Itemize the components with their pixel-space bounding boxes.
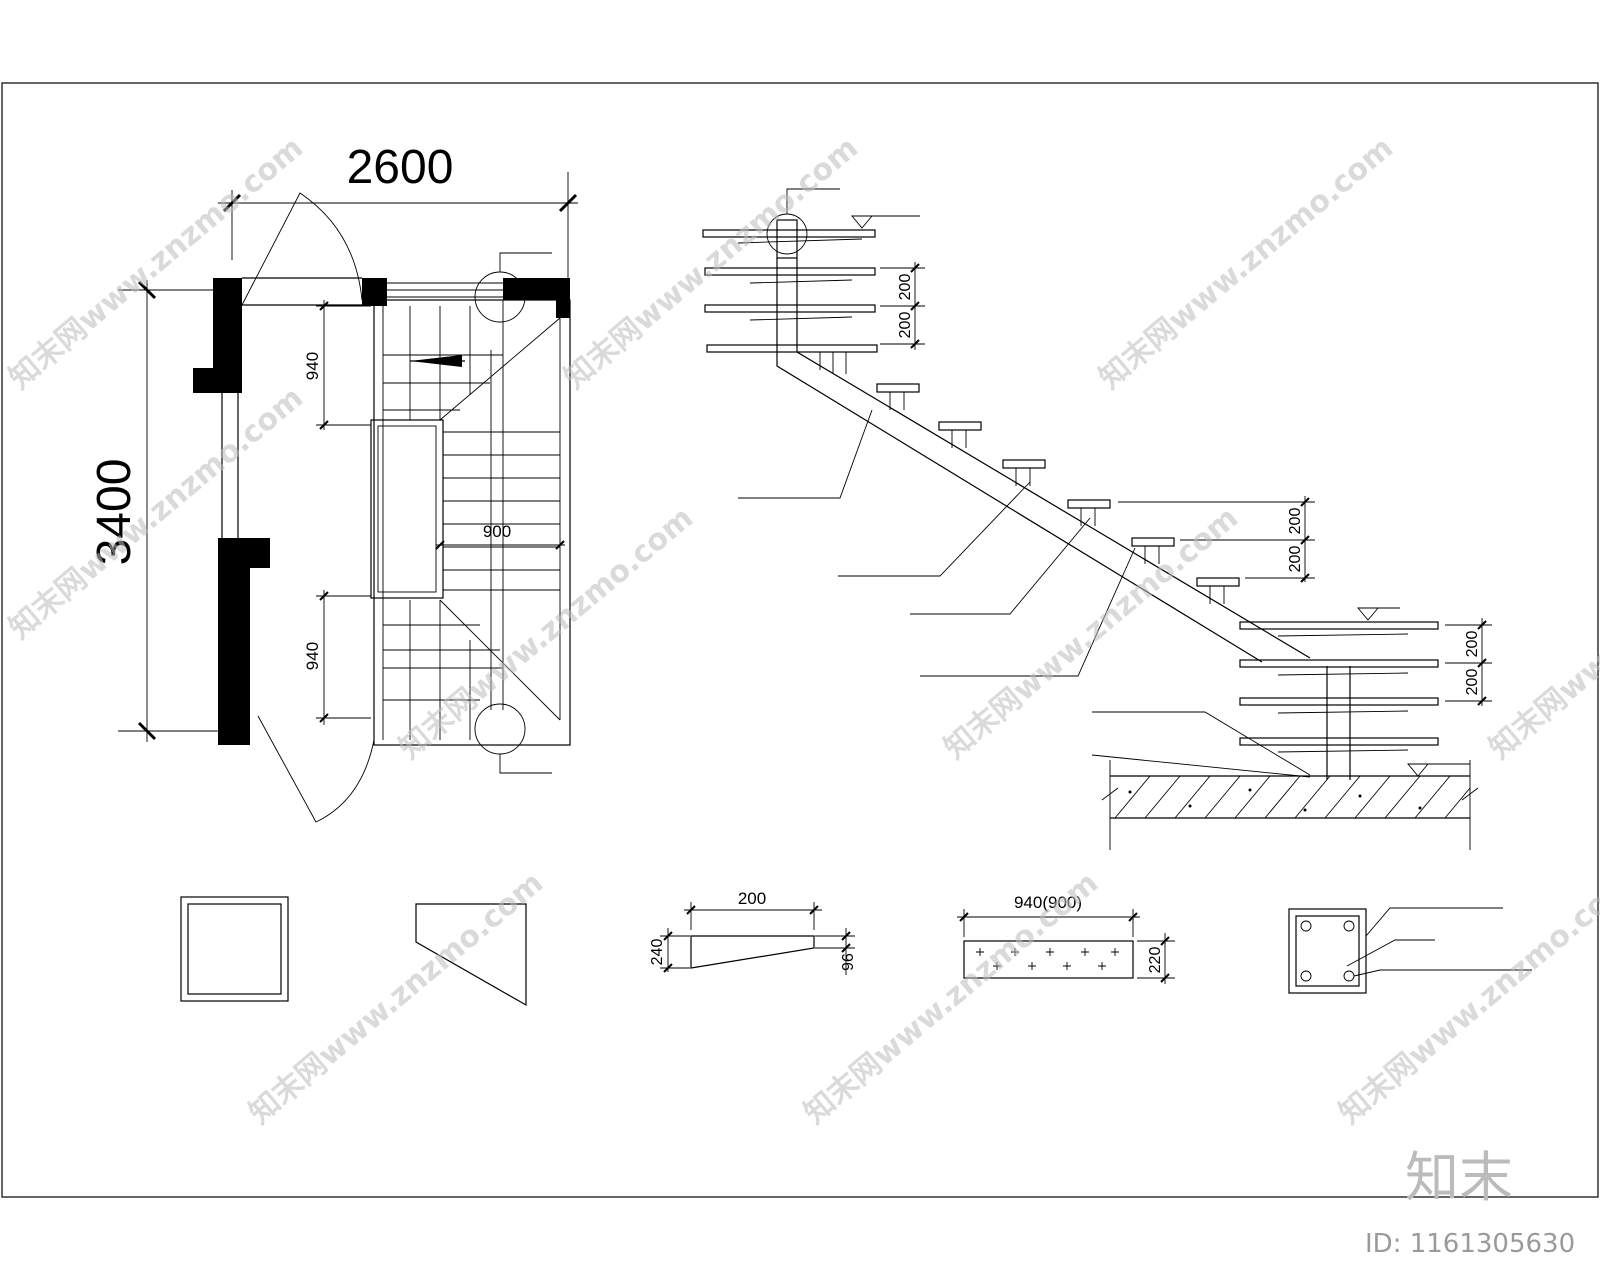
straight-treads: [819, 352, 1240, 604]
section-leaders: [738, 409, 1311, 778]
stair-section-view: 200 200 200 200 200 200: [702, 188, 1492, 850]
detail-winder-plate: [415, 903, 527, 1007]
bottom-door-swing: [257, 715, 375, 823]
lower-rise-2: 200: [1464, 669, 1481, 696]
upper-winder-treads: [702, 229, 878, 353]
upper-run-dim: 940: [303, 352, 322, 380]
detail-tread-profile: 200 240 96: [649, 889, 855, 975]
right-flight-treads: [443, 431, 560, 591]
watermark-text: 知末网www.znzmo.com: [1333, 865, 1600, 1131]
landing-dim: 900: [483, 522, 511, 541]
top-right-wall-corner: [503, 278, 570, 318]
mid-rise-dims: 200 200: [1118, 496, 1315, 583]
watermark-text: 知末网www.znzmo.com: [3, 380, 310, 646]
top-door-swing: [241, 192, 363, 306]
detail-tread-board: 940(900) 220: [957, 893, 1175, 984]
watermark-text: 知末网www.znzmo.com: [558, 130, 865, 396]
plan-width-dimension: 2600: [218, 141, 578, 285]
lower-rise-dims: 200 200: [1445, 618, 1492, 706]
upper-rise-1: 200: [897, 274, 914, 301]
tread-height-right-dim: 96: [838, 953, 855, 971]
watermark-text: 知末网www.znzmo.com: [798, 865, 1105, 1131]
image-id: ID: 1161305630: [1365, 1229, 1575, 1259]
detail-square-tube: [180, 896, 289, 1002]
floor-slab: [1101, 760, 1479, 850]
watermark-text: 知末网www.znzmo.com: [938, 500, 1245, 766]
lower-rise-1: 200: [1464, 631, 1481, 658]
main-stringer: [776, 258, 1311, 663]
tread-length-dim: 200: [738, 889, 766, 908]
watermark-text: 知末网www.znzmo.com: [1483, 500, 1600, 766]
lower-flight-treads: [383, 600, 503, 740]
upper-rise-2: 200: [897, 312, 914, 339]
board-length-dim: 940(900): [1014, 893, 1082, 912]
detail-callout-bottom: [474, 703, 526, 755]
left-wall-lower: [218, 538, 270, 745]
brand-logo: 知末: [1405, 1146, 1513, 1209]
stair-well: [370, 419, 444, 599]
lower-winder-treads: [1239, 621, 1439, 780]
plan-height-dimension: 3400: [88, 280, 220, 742]
plan-height-label: 3400: [88, 459, 141, 566]
sheet-border: [1, 82, 1599, 1198]
watermark-text: 知末网www.znzmo.com: [393, 500, 700, 766]
lower-run-dim: 940: [303, 642, 322, 670]
tread-height-left-dim: 240: [649, 939, 666, 966]
left-wall-upper: [193, 278, 242, 393]
mid-rise-1: 200: [1287, 508, 1304, 535]
detail-base-plate: [1288, 907, 1532, 994]
stair-plan-view: 2600 3400: [88, 141, 578, 823]
mid-rise-2: 200: [1287, 546, 1304, 573]
watermark-text: 知末网www.znzmo.com: [243, 865, 550, 1131]
stair-outline: [373, 299, 571, 746]
board-thickness-dim: 220: [1147, 947, 1164, 974]
plan-width-label: 2600: [347, 141, 454, 194]
watermark-text: 知末网www.znzmo.com: [1093, 130, 1400, 396]
upper-rise-dims: 200 200: [880, 262, 925, 350]
